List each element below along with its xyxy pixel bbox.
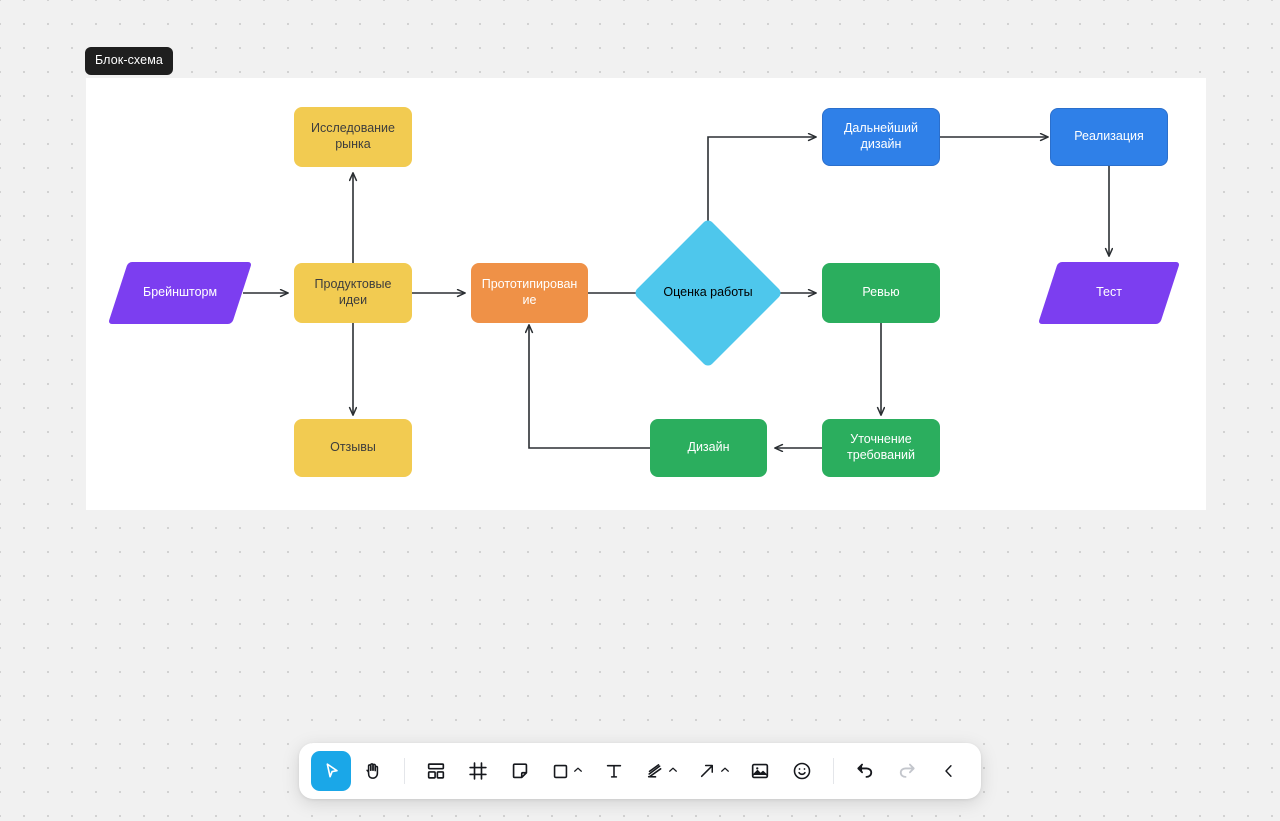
square-icon [551, 762, 570, 781]
node-label: Тест [1096, 285, 1122, 300]
hand-tool[interactable] [353, 751, 393, 791]
chevron-up-icon[interactable] [668, 765, 678, 775]
select-tool[interactable] [311, 751, 351, 791]
node-label: Реализация [1074, 129, 1144, 144]
hand-icon [362, 760, 384, 782]
node-feedback[interactable]: Отзывы [294, 419, 412, 477]
emoji-icon [791, 760, 813, 782]
template-icon [425, 760, 447, 782]
node-label: Дизайн [687, 440, 730, 455]
node-product-ideas[interactable]: Продуктовые идеи [294, 263, 412, 323]
node-label: Прототипирование [481, 277, 578, 307]
chevron-left-icon [940, 762, 958, 780]
frame-label[interactable]: Блок-схема [85, 47, 173, 75]
node-label: Исследование рынка [311, 121, 395, 151]
pen-icon [645, 761, 665, 781]
emoji-tool[interactable] [782, 751, 822, 791]
arrow-icon [697, 761, 717, 781]
node-label: Отзывы [330, 440, 376, 455]
text-tool[interactable] [594, 751, 634, 791]
redo-icon [896, 760, 918, 782]
node-label: Брейншторм [142, 285, 218, 300]
node-requirements-refinement[interactable]: Уточнение требований [822, 419, 940, 477]
undo-button[interactable] [845, 751, 885, 791]
collapse-toolbar-button[interactable] [929, 751, 969, 791]
node-prototyping[interactable]: Прототипирование [471, 263, 588, 323]
node-market-research[interactable]: Исследование рынка [294, 107, 412, 167]
frame-tool[interactable] [458, 751, 498, 791]
redo-button[interactable] [887, 751, 927, 791]
node-label: Ревью [862, 285, 900, 300]
image-tool[interactable] [740, 751, 780, 791]
toolbar-divider-2 [833, 758, 834, 784]
chevron-up-icon[interactable] [720, 765, 730, 775]
node-label: Оценка работы [663, 285, 753, 300]
sticky-tool[interactable] [500, 751, 540, 791]
cursor-icon [320, 760, 342, 782]
chevron-up-icon[interactable] [573, 765, 583, 775]
bottom-toolbar[interactable] [299, 743, 981, 799]
node-design[interactable]: Дизайн [650, 419, 767, 477]
node-work-evaluation[interactable]: Оценка работы [633, 218, 783, 368]
node-review[interactable]: Ревью [822, 263, 940, 323]
arrow-tool[interactable] [688, 751, 738, 791]
node-further-design[interactable]: Дальнейший дизайн [822, 108, 940, 166]
toolbar-divider-1 [404, 758, 405, 784]
node-release[interactable]: Реализация [1050, 108, 1168, 166]
node-brainstorm[interactable]: Брейншторм [107, 262, 253, 324]
text-icon [603, 760, 625, 782]
node-test[interactable]: Тест [1037, 262, 1181, 324]
image-icon [749, 760, 771, 782]
shape-tool[interactable] [542, 751, 592, 791]
template-tool[interactable] [416, 751, 456, 791]
node-label: Дальнейший дизайн [843, 121, 919, 151]
undo-icon [854, 760, 876, 782]
sticky-note-icon [509, 760, 531, 782]
pen-tool[interactable] [636, 751, 686, 791]
diagram-frame[interactable]: Брейншторм Исследование рынка Продуктовы… [86, 78, 1206, 510]
edge-design-prototyping [529, 325, 650, 449]
frame-icon [467, 760, 489, 782]
node-label: Продуктовые идеи [314, 277, 392, 307]
node-label: Уточнение требований [847, 432, 915, 462]
